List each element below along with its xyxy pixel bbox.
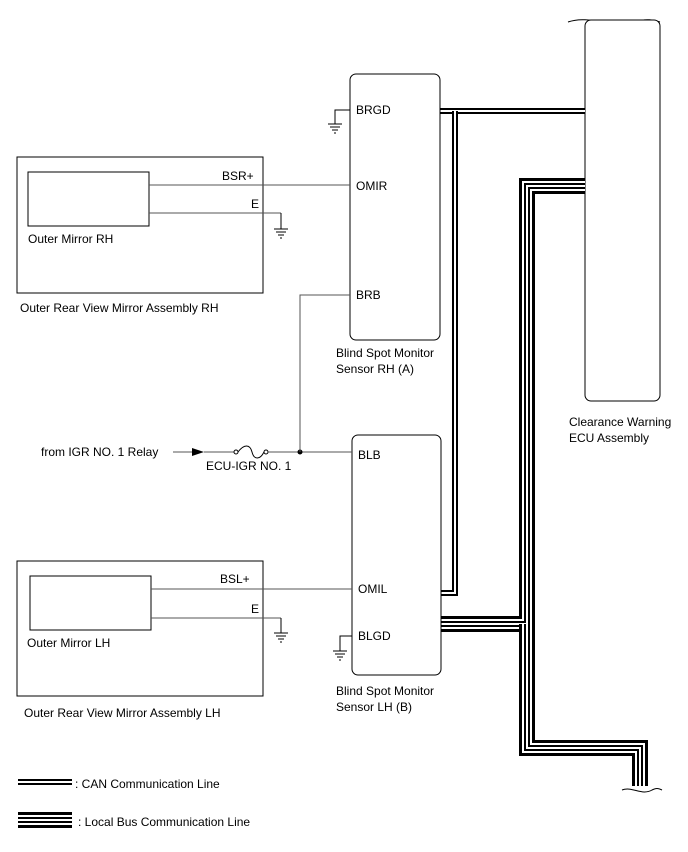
fuse-terminal-left: [233, 449, 239, 455]
pin-brb: BRB: [356, 288, 381, 302]
legend-can-label: : CAN Communication Line: [75, 777, 220, 791]
legend: : CAN Communication Line : Local Bus Com…: [18, 777, 250, 829]
wire-bsl-label: BSL+: [220, 572, 250, 586]
can-line-lh: [440, 111, 458, 596]
pin-omir: OMIR: [356, 179, 388, 193]
pin-blgd: BLGD: [358, 629, 391, 643]
sensor-rh-caption-line2: Sensor RH (A): [336, 362, 414, 376]
sensor-lh-box: [351, 434, 442, 676]
mirror-assembly-lh-label: Outer Rear View Mirror Assembly LH: [24, 706, 221, 720]
fuse-terminal-right: [263, 449, 269, 455]
blgd-ground-icon: [333, 635, 352, 661]
sensor-rh: BRGD OMIR BRB Blind Spot Monitor Sensor …: [328, 73, 441, 376]
mirror-assembly-rh-label: Outer Rear View Mirror Assembly RH: [20, 301, 219, 315]
bus-break-edge: [621, 788, 663, 793]
pin-blb: BLB: [358, 448, 381, 462]
sensor-lh: BLB OMIL BLGD Blind Spot Monitor Sensor …: [333, 434, 442, 714]
pin-omil: OMIL: [358, 582, 388, 596]
sensor-rh-caption-line1: Blind Spot Monitor: [336, 346, 434, 360]
wire-bsr-label: BSR+: [222, 169, 254, 183]
sensor-lh-caption-line1: Blind Spot Monitor: [336, 684, 434, 698]
wire-e-rh-label: E: [251, 197, 259, 211]
local-bus-line: [440, 178, 585, 632]
brgd-ground-icon: [328, 109, 350, 134]
fuse-label: ECU-IGR NO. 1: [206, 459, 292, 473]
fuse-icon: [237, 445, 265, 459]
power-source-label: from IGR NO. 1 Relay: [41, 445, 158, 459]
ecu-label-line2: ECU Assembly: [569, 431, 649, 445]
outer-mirror-lh-box: [29, 575, 152, 631]
mirror-rh-ground-icon: [274, 213, 288, 239]
bus-continuation: [519, 624, 663, 806]
power-feed: from IGR NO. 1 Relay ECU-IGR NO. 1: [41, 294, 352, 473]
outer-mirror-rh-label: Outer Mirror RH: [28, 232, 113, 246]
wire-brb: [299, 294, 350, 452]
legend-local-bus-label: : Local Bus Communication Line: [78, 815, 250, 829]
mirror-assembly-lh: Outer Mirror LH Outer Rear View Mirror A…: [16, 560, 352, 720]
mirror-lh-ground-icon: [274, 618, 288, 643]
pin-brgd: BRGD: [356, 103, 391, 117]
outer-mirror-lh-label: Outer Mirror LH: [27, 636, 110, 650]
outer-mirror-rh-box: [27, 171, 150, 227]
arrow-icon: [192, 448, 204, 456]
sensor-rh-box: [349, 73, 441, 341]
ecu-label-line1: Clearance Warning: [569, 415, 671, 429]
ecu-box: [584, 19, 661, 402]
wire-e-lh-label: E: [251, 602, 259, 616]
mirror-assembly-rh: Outer Mirror RH Outer Rear View Mirror A…: [16, 156, 350, 315]
ecu-assembly: Clearance Warning ECU Assembly: [567, 19, 671, 445]
sensor-lh-caption-line2: Sensor LH (B): [336, 700, 412, 714]
